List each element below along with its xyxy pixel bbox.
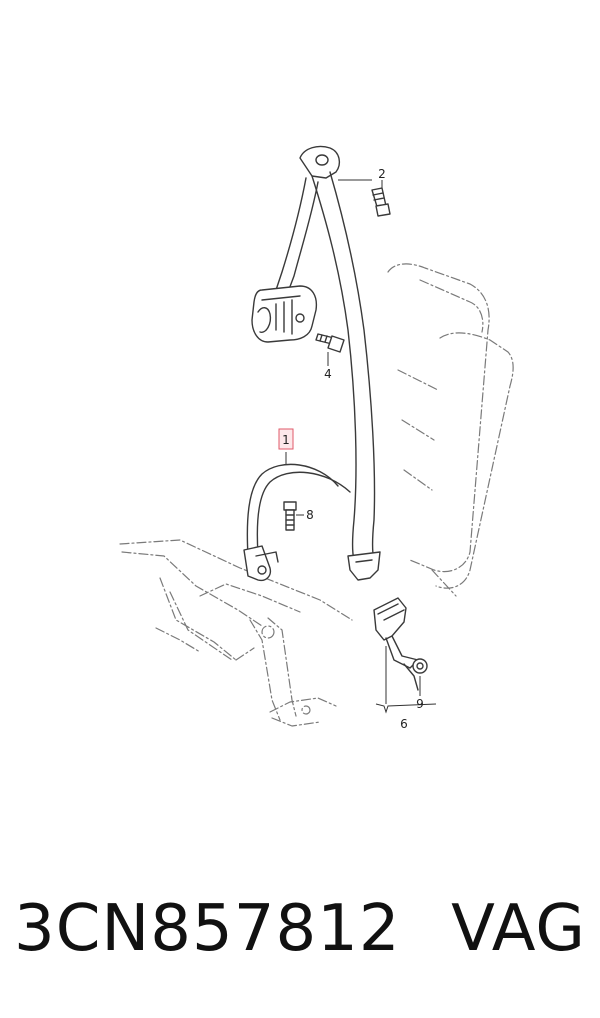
bolt-8 (283, 501, 297, 531)
retractor (251, 285, 318, 343)
bolt-4 (315, 333, 345, 353)
seat-frame (119, 539, 353, 727)
callout-4: 4 (324, 367, 332, 381)
callout-8: 8 (306, 508, 314, 522)
belt-webbing (275, 171, 376, 561)
buckle (373, 597, 428, 691)
seat-back (387, 263, 514, 597)
bolt-2 (371, 187, 391, 217)
belt-tongue (347, 551, 381, 581)
callout-leaders (285, 179, 437, 714)
callouts: 2 4 1 8 9 6 (278, 167, 424, 731)
part-number: 3CN857812 (14, 892, 401, 966)
seat-belt-diagram: 2 4 1 8 9 6 (119, 145, 514, 731)
callout-2: 2 (378, 167, 386, 181)
brand-label: VAG (451, 892, 586, 966)
callout-1: 1 (282, 433, 290, 447)
callout-6: 6 (400, 717, 408, 731)
callout-9: 9 (416, 697, 424, 711)
callout-1-highlight (278, 428, 294, 450)
lower-anchor-strap (243, 463, 351, 582)
upper-anchor (299, 145, 341, 179)
